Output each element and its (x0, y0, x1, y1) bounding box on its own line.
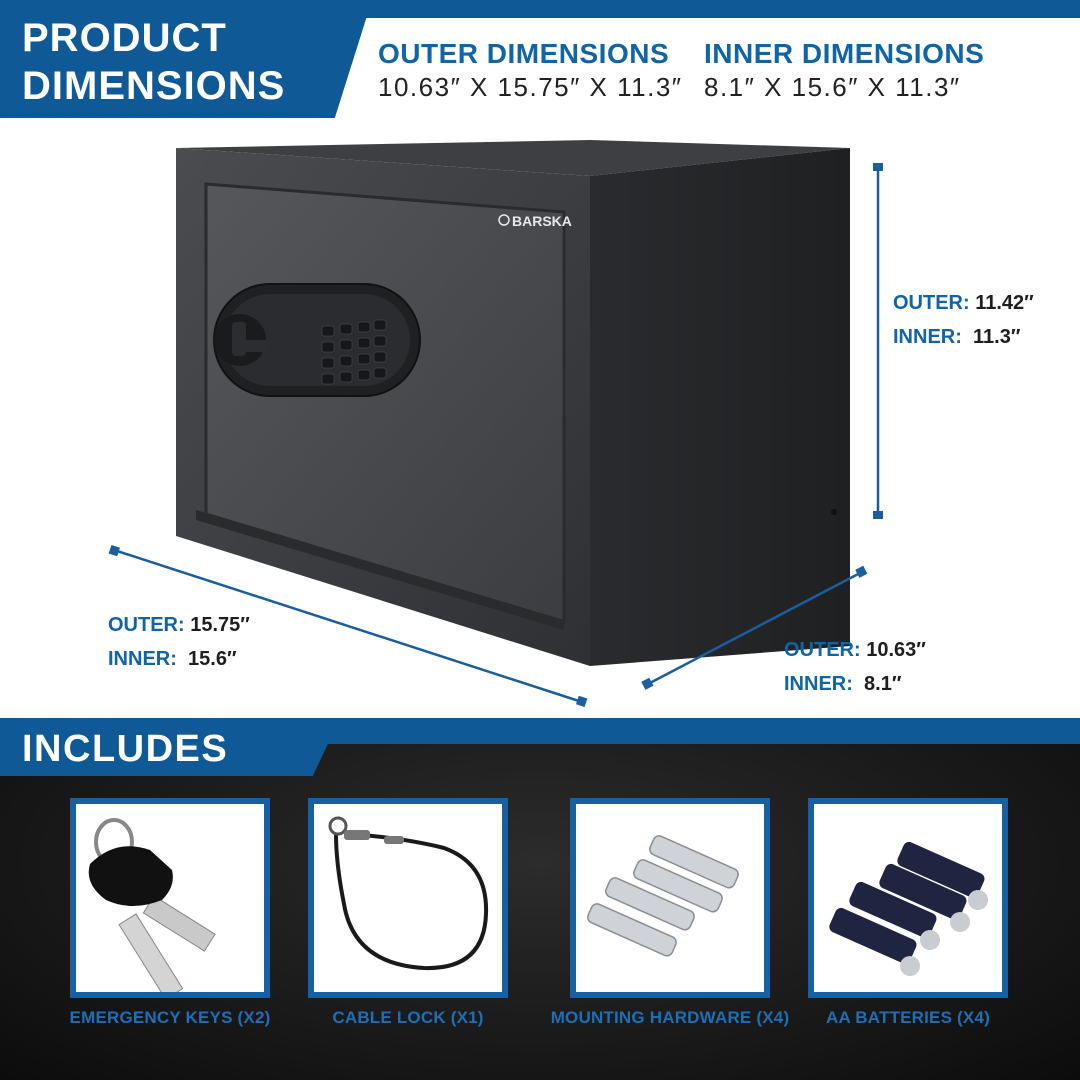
inner-dimensions-value: 8.1″ X 15.6″ X 11.3″ (704, 72, 961, 102)
brand-logo: BARSKA (512, 213, 572, 229)
cable-lock-image (308, 798, 508, 998)
outer-dimensions: OUTER DIMENSIONS 10.63″ X 15.75″ X 11.3″ (378, 38, 683, 103)
mounting-hardware-image (570, 798, 770, 998)
safe-illustration: BARSKA (108, 140, 883, 708)
included-item-batteries: AA BATTERIES (X4) (808, 798, 1008, 1027)
includes-title-block: INCLUDES (0, 718, 340, 776)
outer-dimensions-value: 10.63″ X 15.75″ X 11.3″ (378, 72, 683, 102)
depth-measurement: OUTER: 10.63″ INNER: 8.1″ (784, 639, 926, 695)
includes-title: INCLUDES (22, 728, 229, 770)
height-measurement: OUTER: 11.42″ INNER: 11.3″ (893, 292, 1034, 348)
page-title: PRODUCT DIMENSIONS (22, 14, 285, 110)
mounting-hardware-label: MOUNTING HARDWARE (X4) (550, 1008, 790, 1027)
includes-section: INCLUDES EMERGENCY KEYS (X2) CABLE LOCK … (0, 718, 1080, 1080)
title-line-1: PRODUCT (22, 16, 227, 60)
header-title-block: PRODUCT DIMENSIONS (0, 0, 372, 118)
batteries-image (808, 798, 1008, 998)
width-measurement: OUTER: 15.75″ INNER: 15.6″ (108, 614, 250, 670)
bolts-icon (587, 835, 739, 957)
cable-lock-icon (328, 816, 489, 971)
batteries-label: AA BATTERIES (X4) (826, 1008, 990, 1027)
title-line-2: DIMENSIONS (22, 64, 286, 108)
included-item-cable-lock: CABLE LOCK (X1) (308, 798, 508, 1027)
included-item-mounting-hardware: MOUNTING HARDWARE (X4) (551, 798, 789, 1027)
depth-dimension-line (647, 570, 863, 686)
product-image-area: BARSKA OUTER: 11.42″ INNER: (0, 118, 1080, 718)
mount-hole (831, 509, 837, 515)
keypad-buttons (321, 319, 387, 385)
batteries-icon (829, 841, 988, 976)
inner-dimensions-label: INNER DIMENSIONS (704, 38, 985, 69)
width-dimension-line (113, 548, 583, 704)
keys-icon (88, 818, 216, 992)
outer-dimensions-label: OUTER DIMENSIONS (378, 38, 670, 69)
included-item-keys: EMERGENCY KEYS (X2) (70, 798, 270, 1027)
inner-dimensions: INNER DIMENSIONS 8.1″ X 15.6″ X 11.3″ (704, 38, 984, 103)
keys-image (70, 798, 270, 998)
cable-lock-label: CABLE LOCK (X1) (332, 1008, 484, 1027)
keys-label: EMERGENCY KEYS (X2) (69, 1008, 271, 1027)
